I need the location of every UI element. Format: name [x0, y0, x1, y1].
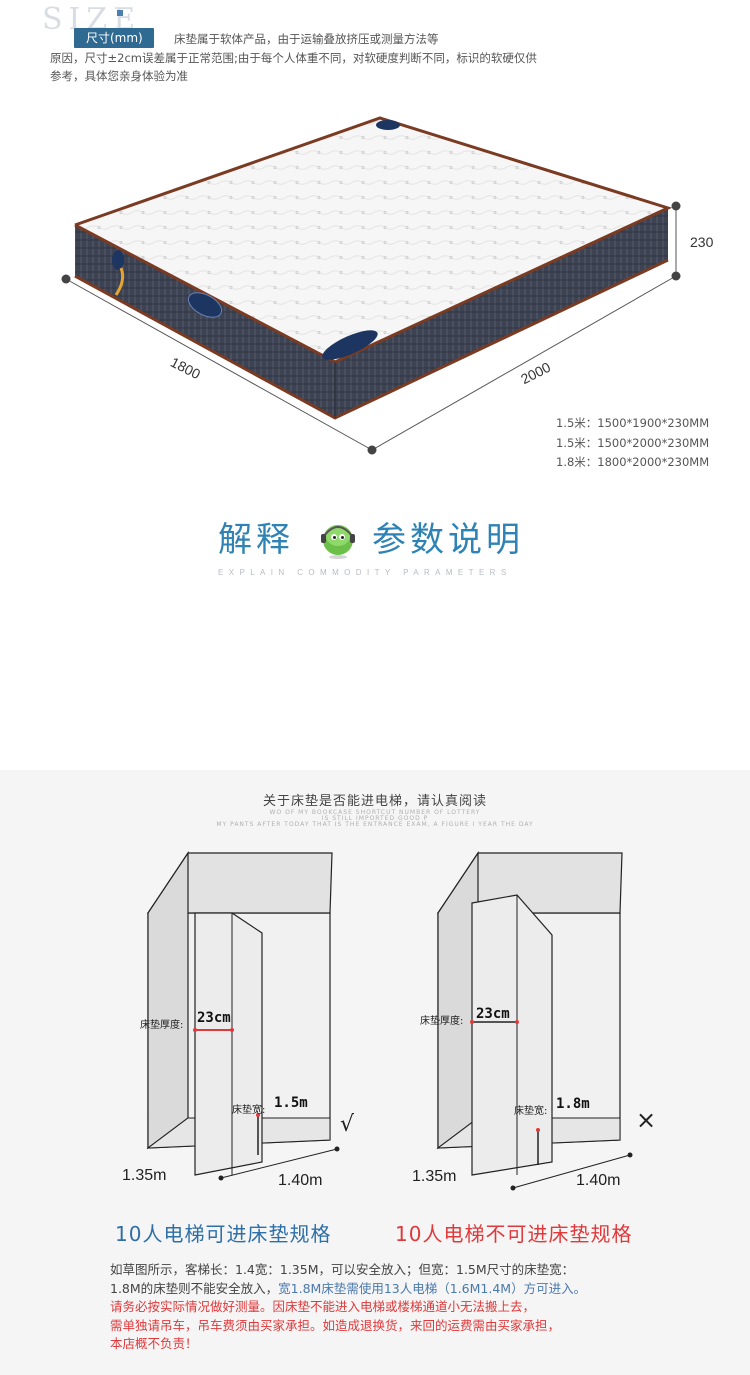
- elevator-diagrams: [146, 851, 633, 1191]
- size-note: 床垫属于软体产品，由于运输叠放挤压或测量方法等 原因，尺寸±2cm误差属于正常范…: [50, 30, 650, 86]
- left-width-value: 1.5m: [274, 1095, 308, 1111]
- right-thickness-value: 23cm: [476, 1006, 510, 1022]
- size-note-line-3: 参考，具体您亲身体验为准: [50, 69, 188, 83]
- height-label: 230: [690, 234, 714, 250]
- right-width-value: 1.8m: [556, 1096, 590, 1112]
- note-line: 请务必按实际情况做好测量。因床垫不能进入电梯或楼梯通道小无法搬上去，: [110, 1299, 536, 1314]
- mattress-illustration: [61, 116, 681, 455]
- spec-list: 1.5米：1500*1900*230MM 1.5米：1500*2000*230M…: [556, 414, 709, 473]
- checkmark-icon: √: [340, 1112, 355, 1137]
- left-depth: 1.35m: [122, 1167, 167, 1184]
- spec-item: 1.5米：1500*2000*230MM: [556, 435, 710, 450]
- green-headset-mascot-icon: [321, 525, 355, 559]
- explain-title-left: 解释: [218, 520, 294, 560]
- note-line: 需单独请吊车，吊车费须由买家承担。如造成退换货，来回的运费需由买家承担，: [110, 1317, 561, 1333]
- note-line: 本店概不负责！: [110, 1336, 198, 1351]
- length-dimension-line: [371, 275, 677, 451]
- mattress-front-side: [75, 225, 335, 418]
- elevator-notes: 如草图所示，客梯长：1.4宽：1.35M，可以安全放入；但宽：1.5M尺寸的床垫…: [110, 1261, 670, 1354]
- elevator-subtitle-2: IS STILL IMPORTED GOOD P: [321, 815, 429, 822]
- note-line-highlight: 宽1.8M床垫需使用13人电梯（1.6M1.4M）方可进入。: [278, 1280, 587, 1296]
- note-line: 如草图所示，客梯长：1.4宽：1.35M，可以安全放入；但宽：1.5M尺寸的床垫…: [110, 1262, 575, 1277]
- size-note-line-1: 床垫属于软体产品，由于运输叠放挤压或测量方法等: [174, 32, 439, 46]
- left-thickness-label: 床垫厚度:: [140, 1020, 184, 1031]
- elevator-title: 关于床垫是否能进电梯，请认真阅读: [262, 794, 487, 809]
- explain-title-right: 参数说明: [372, 520, 524, 560]
- size-header: SIZE 床垫属于软体产品，由于运输叠放挤压或测量方法等 原因，尺寸±2cm误差…: [0, 0, 750, 100]
- left-thickness-value: 23cm: [197, 1010, 231, 1026]
- right-width-label: 床垫宽:: [514, 1106, 548, 1117]
- elevator-box-left: [146, 851, 340, 1181]
- cross-icon: ×: [636, 1106, 657, 1134]
- explain-title: 解释 参数说明 EXPLAIN COMMODITY PARAMETERS: [0, 512, 750, 582]
- size-badge: 尺寸(mm): [74, 28, 154, 48]
- elevator-box-right: [436, 851, 633, 1191]
- explain-subtitle: EXPLAIN COMMODITY PARAMETERS: [218, 568, 512, 577]
- right-depth: 1.35m: [412, 1168, 457, 1185]
- spec-item: 1.5米：1500*1900*230MM: [556, 416, 710, 430]
- verdict-no: 10人电梯不可进床垫规格: [395, 1222, 633, 1246]
- watermark-square-icon: [117, 10, 123, 16]
- elevator-subtitle-1: WO OF MY BOOKCASE SHORTCUT NUMBER OF LOT…: [269, 809, 481, 816]
- note-line: 1.8M的床垫则不能安全放入，: [110, 1280, 279, 1296]
- mattress-top: [75, 118, 668, 362]
- right-width: 1.40m: [576, 1172, 621, 1189]
- mattress-diagram: 230 1800 2000: [0, 100, 750, 490]
- size-note-line-2: 原因，尺寸±2cm误差属于正常范围;由于每个人体重不同，对软硬度判断不同，标识的…: [50, 50, 537, 65]
- right-thickness-label: 床垫厚度:: [420, 1016, 464, 1027]
- spec-item: 1.8米：1800*2000*230MM: [556, 455, 710, 469]
- left-width-label: 床垫宽:: [232, 1105, 266, 1116]
- left-width: 1.40m: [278, 1172, 323, 1189]
- elevator-subtitle-3: MY PANTS AFTER TODAY THAT IS THE ENTRANC…: [216, 821, 534, 828]
- mattress-right-side: [335, 208, 668, 418]
- elevator-section: 关于床垫是否能进电梯，请认真阅读 WO OF MY BOOKCASE SHORT…: [0, 770, 750, 1375]
- verdict-ok: 10人电梯可进床垫规格: [115, 1222, 332, 1246]
- width-dimension-line: [65, 278, 373, 451]
